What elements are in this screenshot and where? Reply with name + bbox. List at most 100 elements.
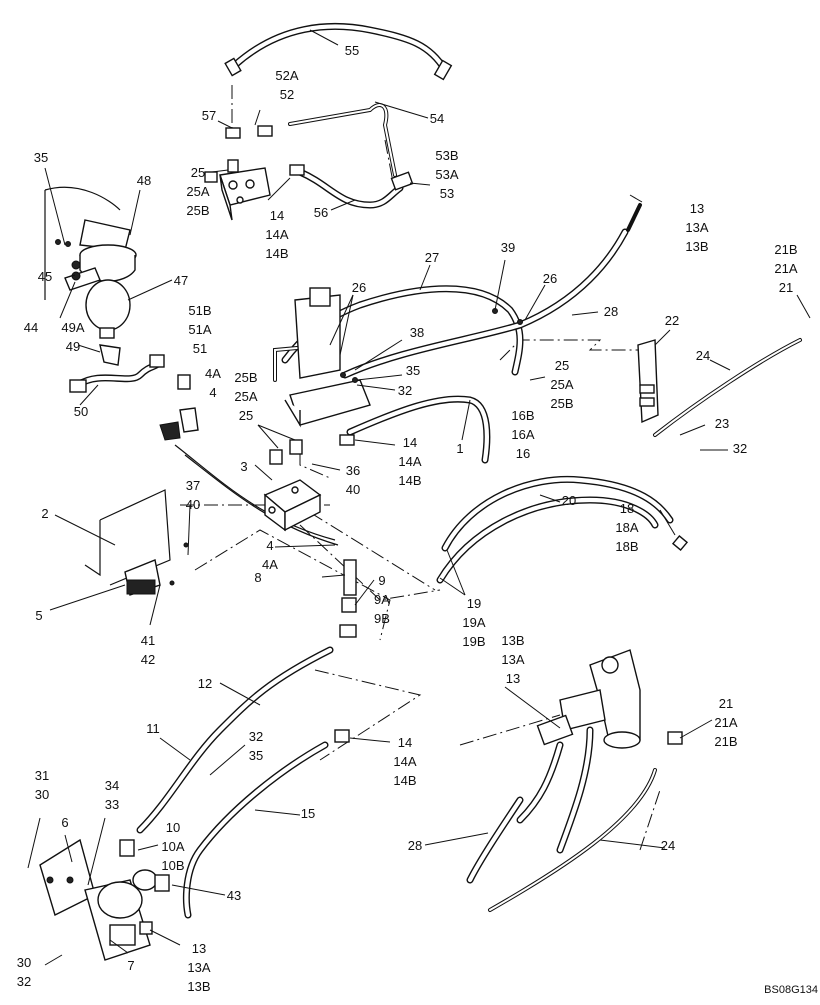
callout-label: 14 — [398, 735, 412, 750]
callout-label: 28 — [604, 304, 618, 319]
callout-label: 57 — [202, 108, 216, 123]
callout-label: 14A — [393, 754, 416, 769]
callout-label: 49 — [66, 339, 80, 354]
callout-label: 35 — [406, 363, 420, 378]
callout-label: 14A — [398, 454, 421, 469]
callout-label: 13 — [690, 201, 704, 216]
mount-plate — [84, 489, 189, 596]
callout-label: 21A — [714, 715, 737, 730]
callout-label: 4A — [262, 557, 278, 572]
callout-label: 52A — [275, 68, 298, 83]
callout-label: 56 — [314, 205, 328, 220]
callout-label: 50 — [74, 404, 88, 419]
callout-label: 45 — [38, 269, 52, 284]
callout-label: 3 — [240, 459, 247, 474]
valve-block-3 — [263, 439, 322, 532]
callout-label: 35 — [34, 150, 48, 165]
callout-label: 23 — [715, 416, 729, 431]
callout-label: 53A — [435, 167, 458, 182]
callout-label: 28 — [408, 838, 422, 853]
callout-label: 32 — [398, 383, 412, 398]
callout-label: 22 — [665, 313, 679, 328]
callout-label: 21B — [714, 734, 737, 749]
callout-label: 11 — [146, 721, 160, 736]
callout-label: 18A — [615, 520, 638, 535]
callout-label: 14A — [265, 227, 288, 242]
callout-label: 49A — [61, 320, 84, 335]
callout-label: 4A — [205, 366, 221, 381]
callout-label: 10A — [161, 839, 184, 854]
callout-label: 35 — [249, 748, 263, 763]
callout-label: 24 — [696, 348, 710, 363]
callout-label: 4 — [209, 385, 216, 400]
callout-label: 16B — [511, 408, 534, 423]
callout-label: 9A — [374, 592, 390, 607]
callout-label: 13B — [685, 239, 708, 254]
parts: BS08G134 — [39, 57, 818, 996]
callout-label: 9B — [374, 611, 390, 626]
callout-label: 54 — [430, 111, 444, 126]
callout-label: 36 — [346, 463, 360, 478]
callout-label: 26 — [543, 271, 557, 286]
callout-label: 13A — [501, 652, 524, 667]
callout-label: 52 — [280, 87, 294, 102]
reference-code: BS08G134 — [764, 984, 818, 996]
callout-label: 44 — [24, 320, 38, 335]
callout-label: 13 — [192, 941, 206, 956]
top-valve-block — [219, 57, 453, 221]
callout-label: 13B — [501, 633, 524, 648]
callout-label: 41 — [141, 633, 155, 648]
callout-label: 10 — [166, 820, 180, 835]
callout-label: 6 — [61, 815, 68, 830]
callout-label: 34 — [105, 778, 119, 793]
callout-label: 1 — [456, 441, 463, 456]
callout-label: 25 — [239, 408, 253, 423]
leader-lines — [27, 29, 811, 966]
callout-label: 25B — [186, 203, 209, 218]
steering-unit — [536, 649, 683, 749]
callout-label: 18 — [620, 501, 634, 516]
callout-label: 53 — [440, 186, 454, 201]
callout-label: 53B — [435, 148, 458, 163]
callout-label: 40 — [346, 482, 360, 497]
callout-label: 14 — [403, 435, 417, 450]
callout-label: 21A — [774, 261, 797, 276]
pump-assembly — [39, 838, 170, 961]
callout-label: 39 — [501, 240, 515, 255]
callout-label: 47 — [174, 273, 188, 288]
callout-label: 33 — [105, 797, 119, 812]
callout-label: 13B — [187, 979, 210, 994]
callout-label: 15 — [301, 806, 315, 821]
accumulator-assembly — [44, 186, 165, 393]
callout-label: 14 — [270, 208, 284, 223]
callout-label: 30 — [17, 955, 31, 970]
callout-label: 9 — [378, 573, 385, 588]
callout-label: 40 — [186, 497, 200, 512]
callout-label: 21 — [779, 280, 793, 295]
callout-label: 25B — [550, 396, 573, 411]
callout-label: 14B — [265, 246, 288, 261]
callout-label: 16 — [516, 446, 530, 461]
callout-label: 24 — [661, 838, 675, 853]
callout-label: 25A — [550, 377, 573, 392]
callout-label: 16A — [511, 427, 534, 442]
callout-label: 32 — [733, 441, 747, 456]
callout-label: 25 — [191, 165, 205, 180]
callout-label: 8 — [254, 570, 261, 585]
callout-label: 14B — [393, 773, 416, 788]
callout-label: 19 — [467, 596, 481, 611]
callout-label: 51 — [193, 341, 207, 356]
callout-label: 37 — [186, 478, 200, 493]
callout-label: 25A — [234, 389, 257, 404]
callout-label: 2 — [41, 506, 48, 521]
callout-label: 13A — [685, 220, 708, 235]
callout-label: 43 — [227, 888, 241, 903]
callout-label: 4 — [266, 538, 273, 553]
callout-label: 26 — [352, 280, 366, 295]
callout-label: 18B — [615, 539, 638, 554]
callout-label: 25A — [186, 184, 209, 199]
callout-label: 38 — [410, 325, 424, 340]
